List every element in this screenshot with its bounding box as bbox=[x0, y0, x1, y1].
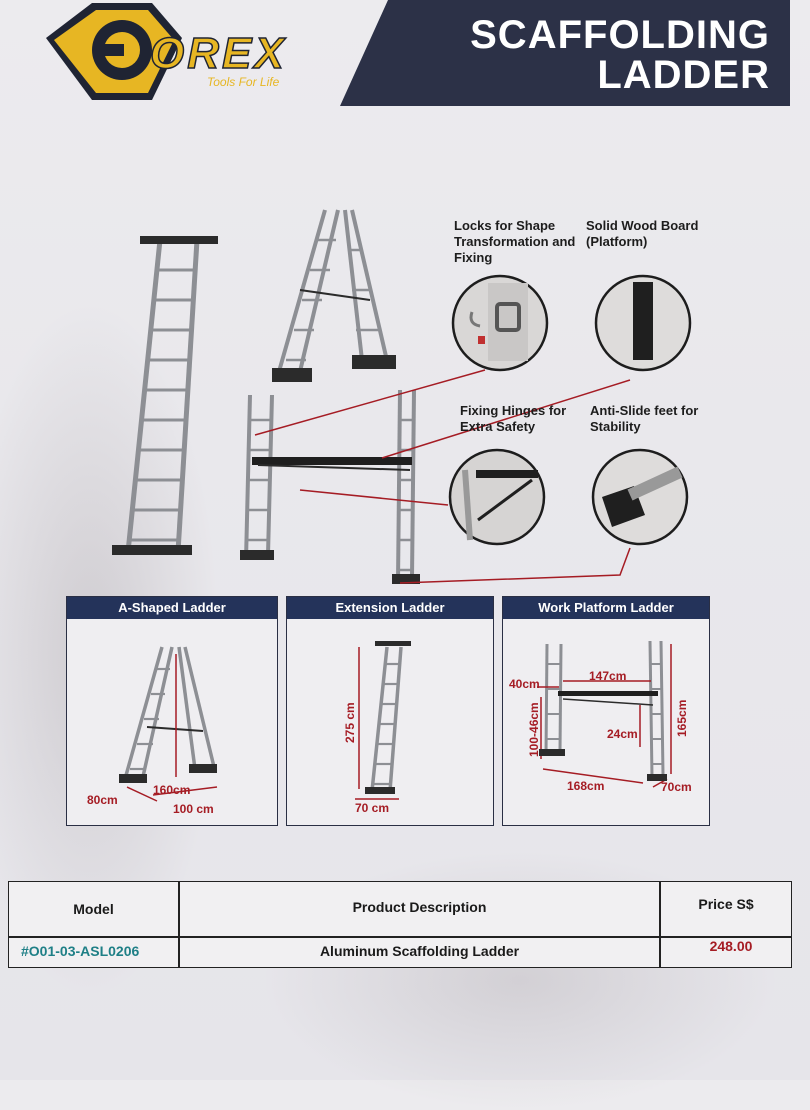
feature-wood-board: Solid Wood Board (Platform) bbox=[586, 218, 699, 249]
panel-title: Extension Ladder bbox=[287, 597, 493, 619]
header-model: Model bbox=[73, 901, 114, 917]
product-table: Model Product Description Price S$ #O01-… bbox=[8, 881, 792, 968]
header-price: Price S$ bbox=[698, 896, 754, 912]
dim-a-height: 160cm bbox=[153, 783, 191, 797]
page-title-line2: LADDER bbox=[597, 53, 770, 97]
a-shaped-ladder-panel: A-Shaped Ladder 80cm 160cm 100 cm bbox=[66, 596, 278, 826]
work-platform-ladder-diagram bbox=[537, 640, 672, 788]
lock-detail-circle bbox=[451, 274, 549, 372]
a-frame-illustration bbox=[272, 209, 396, 382]
wood-board-detail-circle bbox=[594, 274, 692, 372]
dim-a-width: 100 cm bbox=[173, 802, 214, 816]
extension-ladder-diagram bbox=[355, 641, 411, 800]
cell-model: #O01-03-ASL0206 bbox=[21, 943, 140, 959]
dim-wp-length: 168cm bbox=[567, 779, 605, 793]
panel-title: Work Platform Ladder bbox=[503, 597, 709, 619]
logo-tagline: Tools For Life bbox=[207, 75, 280, 89]
straight-ladder-illustration bbox=[112, 236, 218, 555]
cell-price: 248.00 bbox=[709, 938, 753, 954]
panel-title: A-Shaped Ladder bbox=[67, 597, 277, 619]
feature-locks: Locks for Shape Transformation and Fixin… bbox=[454, 218, 576, 265]
dim-wp-adjust: 100-46cm bbox=[527, 702, 541, 757]
dim-wp-height: 165cm bbox=[675, 699, 689, 737]
dim-ext-width: 70 cm bbox=[355, 801, 390, 815]
work-platform-ladder-panel: Work Platform Ladder bbox=[502, 596, 710, 826]
dim-a-depth: 80cm bbox=[87, 793, 118, 807]
orex-logo: OREX Tools For Life bbox=[46, 3, 287, 100]
ladder-illustrations bbox=[112, 209, 692, 584]
dim-ext-height: 275 cm bbox=[343, 702, 357, 743]
platform-illustration bbox=[240, 389, 420, 584]
logo-text: OREX bbox=[150, 29, 287, 78]
callout-lines bbox=[254, 369, 631, 584]
title-band bbox=[340, 0, 790, 106]
feature-anti-slide-feet: Anti-Slide feet for Stability bbox=[590, 403, 699, 434]
hinge-detail-circle bbox=[448, 448, 546, 546]
dim-wp-depth: 70cm bbox=[661, 780, 692, 794]
a-shaped-ladder-diagram bbox=[119, 646, 218, 802]
dim-wp-top: 40cm bbox=[509, 677, 540, 691]
header-description: Product Description bbox=[352, 899, 487, 915]
extension-ladder-panel: Extension Ladder 275 cm 70 cm bbox=[286, 596, 494, 826]
feature-hinges: Fixing Hinges for Extra Safety bbox=[460, 403, 567, 434]
anti-slide-feet-detail-circle bbox=[591, 448, 689, 546]
dim-wp-gap: 24cm bbox=[607, 727, 638, 741]
cell-description: Aluminum Scaffolding Ladder bbox=[319, 943, 520, 959]
dim-wp-platform-length: 147cm bbox=[589, 669, 627, 683]
page-title-line1: SCAFFOLDING bbox=[470, 13, 770, 57]
